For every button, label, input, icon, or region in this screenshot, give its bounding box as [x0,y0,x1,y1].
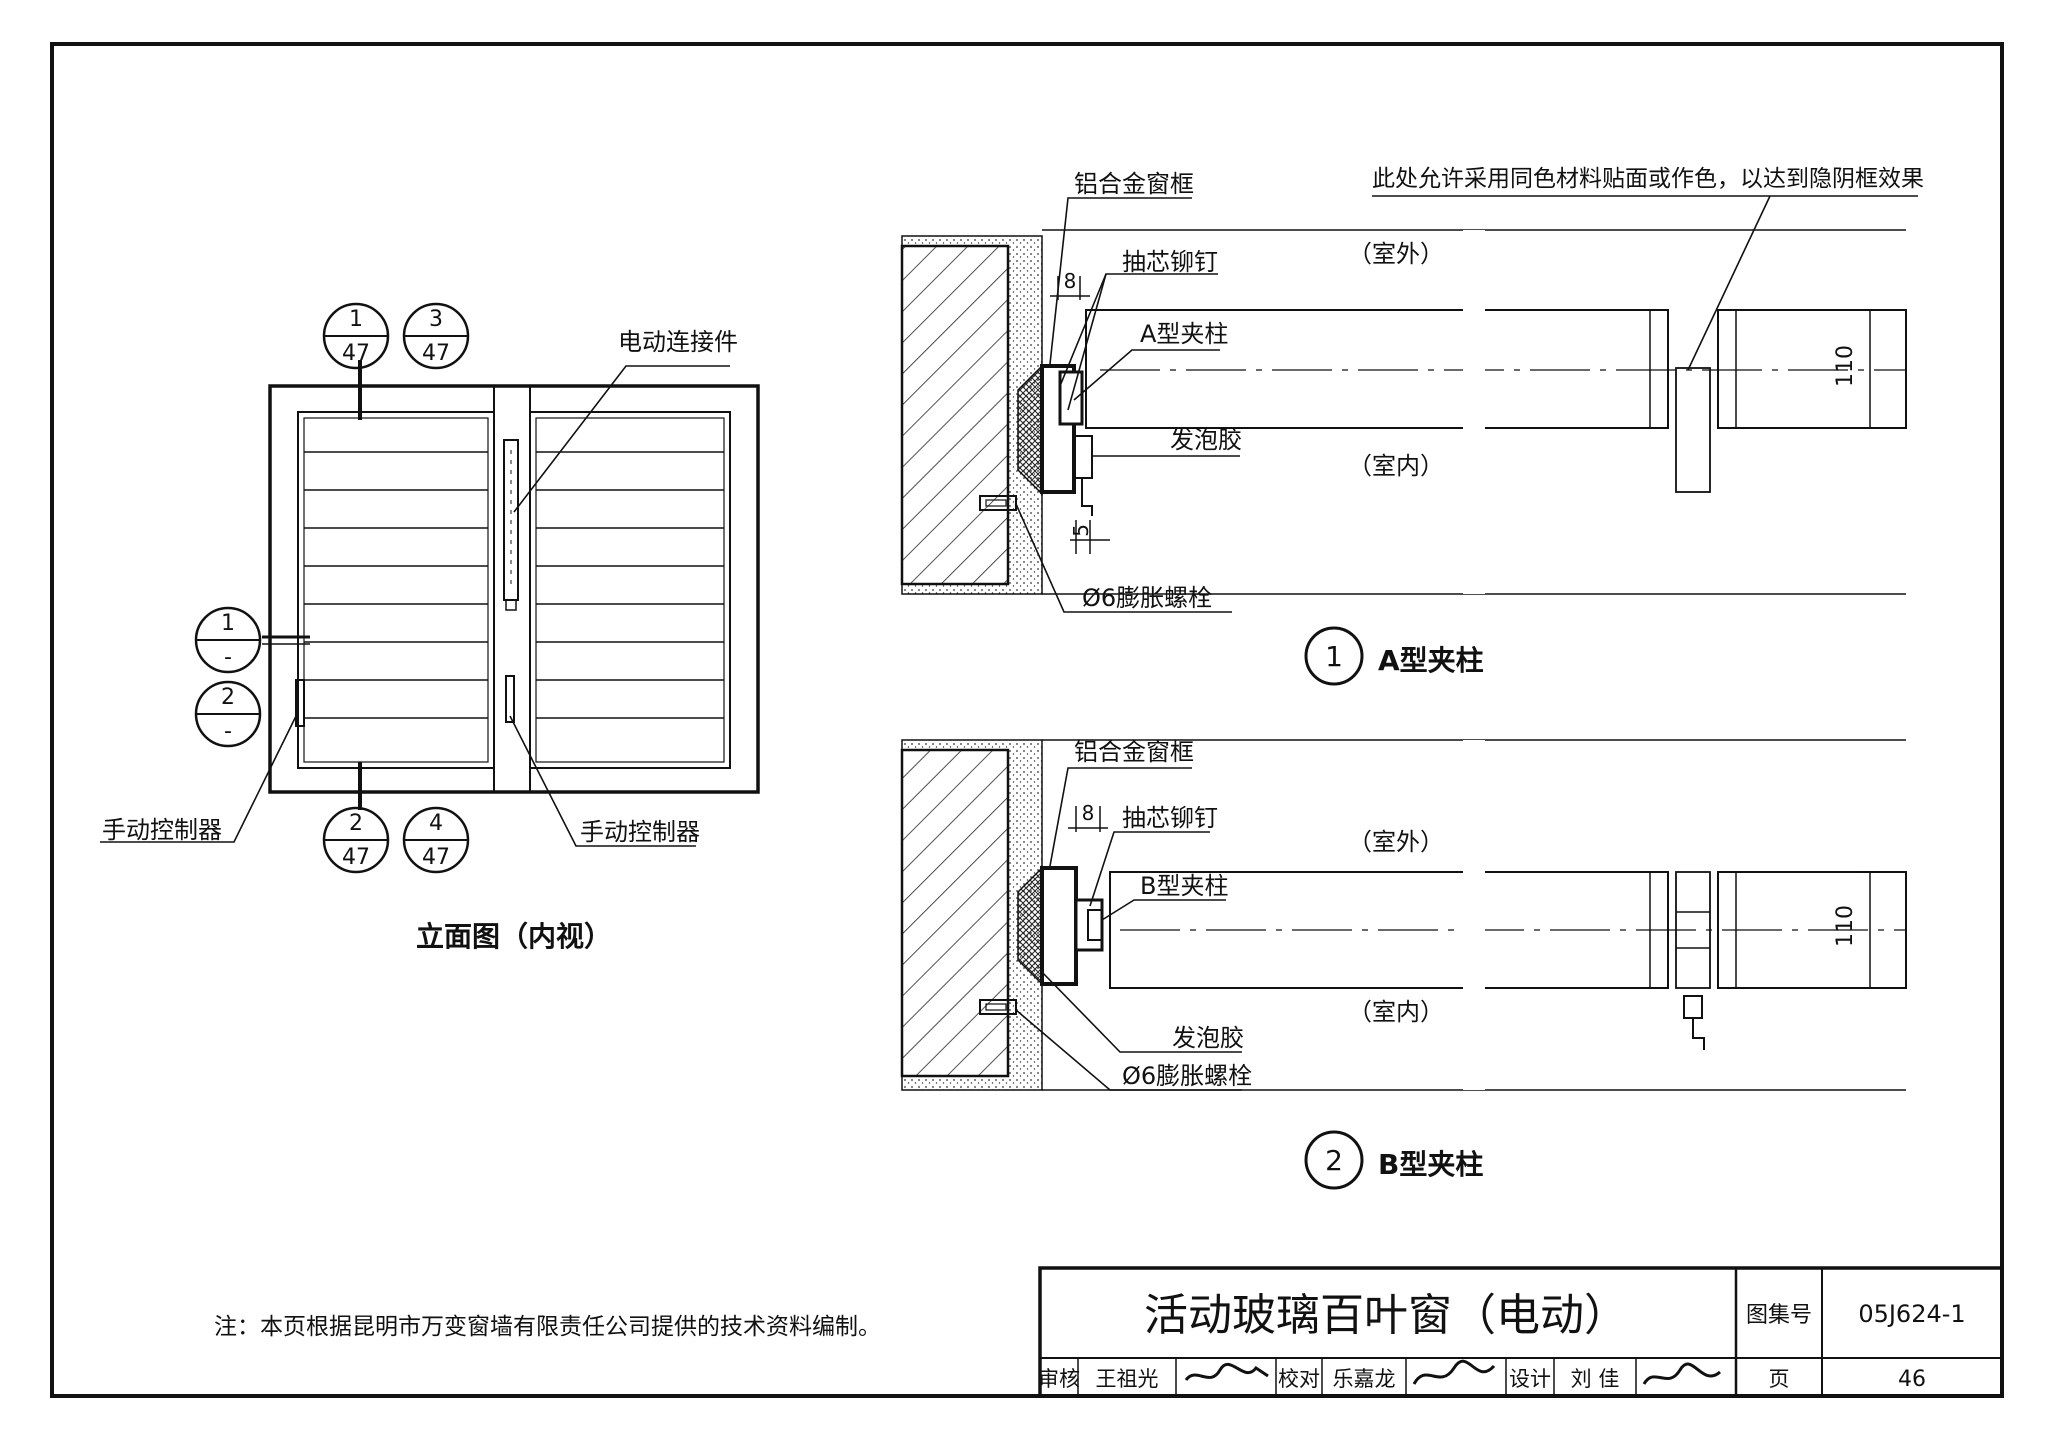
svg-text:乐嘉龙: 乐嘉龙 [1333,1367,1396,1391]
manual-controller-left-part [295,679,305,727]
callout-3-47[interactable]: 3 47 [402,302,470,370]
glass-louver-1 [1085,309,1669,429]
detail-2-title: 2 B型夹柱 [1304,1130,1483,1190]
svg-text:47: 47 [342,845,370,870]
svg-text:47: 47 [342,341,370,366]
svg-text:B型夹柱: B型夹柱 [1378,1148,1483,1181]
aluminum-frame-2 [1040,866,1078,986]
left-sash [297,411,495,769]
d1-label-outdoor: （室外） [1348,240,1444,268]
svg-text:47: 47 [422,341,450,366]
svg-text:8: 8 [1082,801,1095,825]
svg-text:8: 8 [1064,269,1077,293]
d1-label-clamp: A型夹柱 [1140,320,1228,348]
elevation-view: 1 47 3 47 2 47 4 47 1 - [100,302,760,953]
d1-label-frame: 铝合金窗框 [1074,170,1194,198]
page-number: 46 [1898,1367,1926,1392]
d2-label-indoor: （室内） [1348,998,1444,1026]
svg-text:A型夹柱: A型夹柱 [1378,644,1484,677]
detail-1-title: 1 A型夹柱 [1304,626,1484,686]
d2-label-rivet: 抽芯铆钉 [1122,804,1218,832]
svg-text:-: - [224,719,232,744]
d2-label-clamp: B型夹柱 [1140,872,1228,900]
elevation-title: 立面图（内视） [416,920,612,953]
label-manual-controller-right: 手动控制器 [580,818,700,846]
svg-text:110: 110 [1833,905,1858,947]
svg-text:-: - [224,645,232,670]
d2-label-frame: 铝合金窗框 [1074,738,1194,766]
d2-label-foam: 发泡胶 [1172,1024,1244,1052]
source-note: 注：本页根据昆明市万变窗墙有限责任公司提供的技术资料编制。 [214,1314,881,1340]
manual-controller-right-part [505,675,515,723]
checker-signature [1412,1359,1496,1385]
right-sash [529,411,731,769]
svg-text:5: 5 [1069,524,1093,537]
designer-signature [1642,1362,1721,1385]
callout-2-section[interactable]: 2 - [194,680,262,748]
detail-2: 110 8 铝合金窗框 抽芯铆钉 B型夹柱 发泡胶 Ø6膨胀螺栓 （室外） （室… [900,738,1907,1190]
svg-text:页: 页 [1769,1367,1790,1391]
sheet-title: 活动玻璃百叶窗（电动） [1144,1290,1628,1341]
reviewer-signature [1184,1362,1269,1382]
label-manual-controller-left: 手动控制器 [102,816,222,844]
concrete-wall-2 [900,748,1010,1078]
sheet-border [50,42,2004,1398]
svg-text:刘 佳: 刘 佳 [1571,1367,1620,1391]
svg-text:1: 1 [1325,640,1343,673]
atlas-number: 05J624-1 [1858,1300,1965,1328]
detail-1: 110 8 5 铝合金窗框 抽芯铆钉 A型夹柱 发泡胶 Ø6膨胀螺栓 此处允许采… [900,166,1924,686]
callout-2-47[interactable]: 2 47 [322,806,390,874]
anchor-bolt-2 [979,999,1017,1015]
d1-label-rivet: 抽芯铆钉 [1122,248,1218,276]
svg-text:图集号: 图集号 [1746,1303,1812,1328]
label-motor-connector: 电动连接件 [618,328,738,356]
svg-text:校对: 校对 [1278,1367,1320,1391]
callout-1-section[interactable]: 1 - [194,606,262,674]
svg-text:王祖光: 王祖光 [1096,1367,1159,1391]
callout-4-47[interactable]: 4 47 [402,806,470,874]
svg-text:4: 4 [429,811,443,836]
d1-label-note: 此处允许采用同色材料贴面或作色，以达到隐阴框效果 [1372,166,1924,192]
svg-text:2: 2 [221,685,235,710]
d2-label-outdoor: （室外） [1348,828,1444,856]
callout-1-47[interactable]: 1 47 [322,302,390,370]
anchor-bolt-1 [979,495,1017,511]
louver-clip-1 [1675,367,1711,493]
plaster-layer-2 [901,739,1043,1091]
plaster-layer-1 [901,235,1043,595]
concrete-wall-1 [900,244,1010,586]
svg-text:审核: 审核 [1038,1367,1080,1391]
glass-louvers [304,451,724,719]
svg-text:1: 1 [349,307,363,332]
svg-text:1: 1 [221,611,235,636]
svg-text:2: 2 [1325,1144,1343,1177]
svg-text:设计: 设计 [1509,1367,1551,1391]
window-outer-frame [268,384,760,794]
d1-label-foam: 发泡胶 [1170,426,1242,454]
d1-label-indoor: （室内） [1348,452,1444,480]
svg-text:110: 110 [1833,345,1858,387]
svg-text:3: 3 [429,307,443,332]
title-block: 活动玻璃百叶窗（电动） 图集号 05J624-1 审核 王祖光 校对 乐嘉龙 设… [1038,1266,2004,1398]
d2-label-bolt: Ø6膨胀螺栓 [1122,1062,1252,1090]
d1-label-bolt: Ø6膨胀螺栓 [1082,584,1212,612]
svg-text:47: 47 [422,845,450,870]
svg-text:2: 2 [349,811,363,836]
